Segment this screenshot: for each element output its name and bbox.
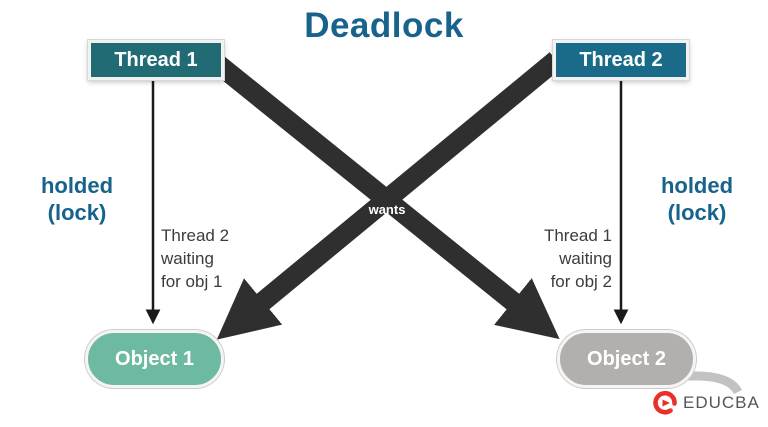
object1-label: Object 1 <box>115 347 194 370</box>
educba-logo-icon <box>653 390 677 415</box>
waiting-label-left: Thread 2 waiting for obj 1 <box>161 226 230 291</box>
educba-branding: EDUCBA <box>652 390 760 416</box>
wants-arrow-thread1-to-object2 <box>206 52 560 340</box>
held-lock-label-right: holded (lock) <box>660 173 734 225</box>
thread1-node: Thread 1 <box>88 40 224 80</box>
thread1-label: Thread 1 <box>114 48 198 71</box>
held-lock-label-left: holded (lock) <box>40 173 114 225</box>
object2-label: Object 2 <box>587 347 666 370</box>
thread2-node: Thread 2 <box>553 40 689 80</box>
diagram-title: Deadlock <box>304 6 464 45</box>
thread2-label: Thread 2 <box>579 48 663 71</box>
educba-logo-text: EDUCBA <box>683 393 760 412</box>
waiting-label-right: Thread 1 waiting for obj 2 <box>543 226 612 291</box>
card-corner-decoration <box>597 371 743 395</box>
object2-node: Object 2 <box>557 330 696 388</box>
wants-arrow-thread2-to-object1 <box>216 52 563 340</box>
object1-node: Object 1 <box>85 330 224 388</box>
wants-label: wants <box>368 202 406 217</box>
